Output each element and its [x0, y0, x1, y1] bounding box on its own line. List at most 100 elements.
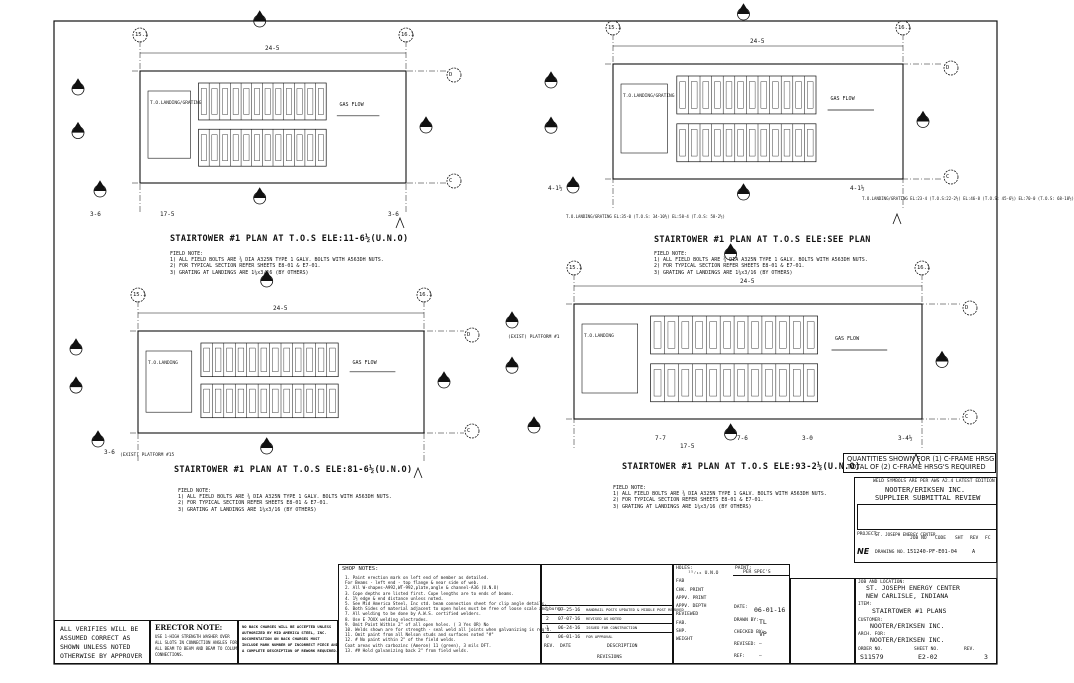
customer-value: NOOTER/ERIKSEN INC.	[870, 622, 945, 630]
tread-detail	[272, 388, 279, 413]
tread-detail	[264, 134, 271, 161]
checked-value: VP	[759, 630, 767, 638]
section-arrow	[71, 78, 85, 90]
backcharge-line: DOCUMENTATION ON BACK CHARGES MUST	[242, 636, 320, 641]
dimension-text: 17-5	[160, 211, 175, 218]
tread-detail	[275, 134, 282, 161]
tread-detail	[200, 88, 207, 115]
plan-1-note: 2) FOR TYPICAL SECTION REFER SHEETS E8-0…	[170, 263, 321, 270]
tread-detail	[737, 321, 745, 349]
shop-note: 8. Use E 7OXX welding electrodes.	[345, 616, 429, 622]
dimension-text: 17-5	[680, 443, 695, 450]
landing-label: T.O.LANDING/GRATING	[150, 101, 202, 106]
tread-detail	[807, 129, 814, 157]
plan-2-notes: FIELD NOTE: 1) ALL FIELD BOLTS ARE ¾ DIA…	[654, 251, 868, 276]
tread-detail	[237, 347, 245, 372]
plan-4-note: 2) FOR TYPICAL SECTION REFER SHEETS E8-0…	[613, 497, 764, 504]
grid-bubble-c-label: C	[946, 174, 950, 180]
plan-2-title: STAIRTOWER #1 PLAN AT T.O.S ELE:SEE PLAN	[654, 235, 871, 245]
customer-label: CUSTOMER:	[858, 618, 883, 623]
tread-detail	[760, 129, 767, 157]
section-arrow	[419, 116, 433, 128]
tread-detail	[679, 129, 686, 157]
grid-bubble-d-label: D	[946, 65, 950, 71]
job-location-label: JOB AND LOCATION:	[858, 580, 906, 585]
shop-note: For Beams - left end - top flange & near…	[345, 580, 479, 586]
verify-line: OTHERWISE BY APPROVER	[60, 652, 143, 660]
order-value: S11579	[860, 653, 884, 661]
tread-detail	[254, 88, 260, 115]
sheet-label: SHEET NO.	[914, 647, 939, 652]
grid-bubble-right-label: 16.1	[401, 32, 415, 38]
tread-detail	[211, 134, 218, 161]
plan-3-title: STAIRTOWER #1 PLAN AT T.O.S ELE:81-6½(U.…	[174, 465, 413, 475]
landing-label-left: T.O.LANDING/GRATING EL:35-0 (T.O.S: 34-1…	[566, 214, 725, 219]
dimension-text: 24-5	[750, 38, 765, 45]
paint-value: PER SPEC'S	[743, 570, 771, 575]
section-arrow	[71, 121, 85, 133]
dimension-text: 4-1½	[850, 185, 865, 192]
grid-bubble-right	[416, 287, 432, 303]
erector-line: ALL BEAM TO BEAM AND BEAM TO COLUMN	[155, 646, 240, 651]
plan-2-note: 2) FOR TYPICAL SECTION REFER SHEETS E8-0…	[654, 263, 805, 270]
tread-detail	[295, 347, 302, 372]
backcharge-line: INCLUDE MARK NUMBER OF INCORRECT PIECE A…	[242, 642, 339, 647]
review-col: CODE	[935, 536, 947, 541]
item-value: STAIRTOWER #1 PLANS	[872, 607, 947, 615]
dimension-text: 3-4½	[898, 435, 913, 442]
plan-2-note: 1) ALL FIELD BOLTS ARE ¾ DIA A325N TYPE …	[654, 257, 868, 264]
tread-detail	[702, 81, 709, 109]
grid-bubble-c-label: C	[449, 178, 453, 184]
grid-bubble-right-label: 16.1	[917, 265, 931, 271]
fab-field: FAB.	[676, 621, 688, 626]
landing-label-right: T.O.LANDING/GRATING EL:23-4 (T.O.S:22-2½…	[862, 196, 1074, 201]
quantities-line: TOTAL OF (2) C-FRAME HRSG'S REQUIRED	[847, 463, 986, 471]
tread-detail	[772, 81, 779, 109]
tread-detail	[200, 134, 207, 161]
fab-field: APPV. PRINT	[676, 596, 707, 601]
tread-detail	[232, 88, 239, 115]
north-arrow	[892, 212, 902, 225]
holes-label: HOLES:	[676, 566, 693, 571]
grid-bubble-left	[132, 27, 148, 43]
tread-detail	[237, 388, 245, 413]
ref-value: —	[759, 654, 762, 659]
tread-detail	[783, 129, 791, 157]
revision-number: 1	[546, 626, 549, 631]
title-block-spacer	[790, 578, 855, 664]
section-arrow	[566, 176, 580, 188]
shop-note: 6. Both Sides of material adjacent to op…	[345, 606, 565, 612]
grid-bubble-left-label: 15.1	[135, 32, 149, 38]
tread-detail	[691, 81, 698, 109]
sheet-value: E2-02	[918, 653, 938, 661]
revision-description: FOR APPROVAL	[586, 635, 613, 639]
section-arrow	[253, 10, 267, 22]
review-title: SUPPLIER SUBMITTAL REVIEW	[875, 494, 981, 502]
section-arrow	[93, 180, 107, 192]
arch-value: NOOTER/ERIKSEN INC.	[870, 636, 945, 644]
erector-line: CONNECTIONS.	[155, 652, 184, 657]
review-col: JOB NO	[910, 536, 927, 541]
tread-detail	[779, 321, 787, 349]
section-arrow	[737, 183, 750, 195]
tread-detail	[765, 369, 773, 397]
verify-line: ASSUMED CORRECT AS	[60, 634, 131, 642]
landing-label: T.O.LANDING	[148, 361, 178, 366]
section-arrow	[505, 311, 519, 323]
shop-note: 2. All W-shapes-A992,WT-992,plate,angle …	[345, 585, 499, 591]
gas-flow-label: GAS FLOW	[339, 102, 364, 109]
grid-bubble-c	[962, 409, 978, 425]
tread-detail	[222, 134, 228, 161]
tread-detail	[318, 134, 324, 161]
grid-bubble-left-label: 15.1	[569, 265, 583, 271]
revisions-footer: REVISIONS	[597, 655, 622, 660]
plan-4-notes-title: FIELD NOTE:	[613, 485, 647, 491]
date-col-header: DATE	[560, 644, 572, 649]
review-stamp: WELD SYMBOLS ARE PER AWS A2.4 LATEST EDI…	[854, 477, 997, 563]
dimension-text: 3-6	[104, 449, 115, 456]
section-arrow	[69, 376, 83, 388]
section-arrow	[916, 110, 930, 122]
tread-detail	[306, 388, 313, 413]
revision-date: 07-25-16	[558, 608, 581, 613]
